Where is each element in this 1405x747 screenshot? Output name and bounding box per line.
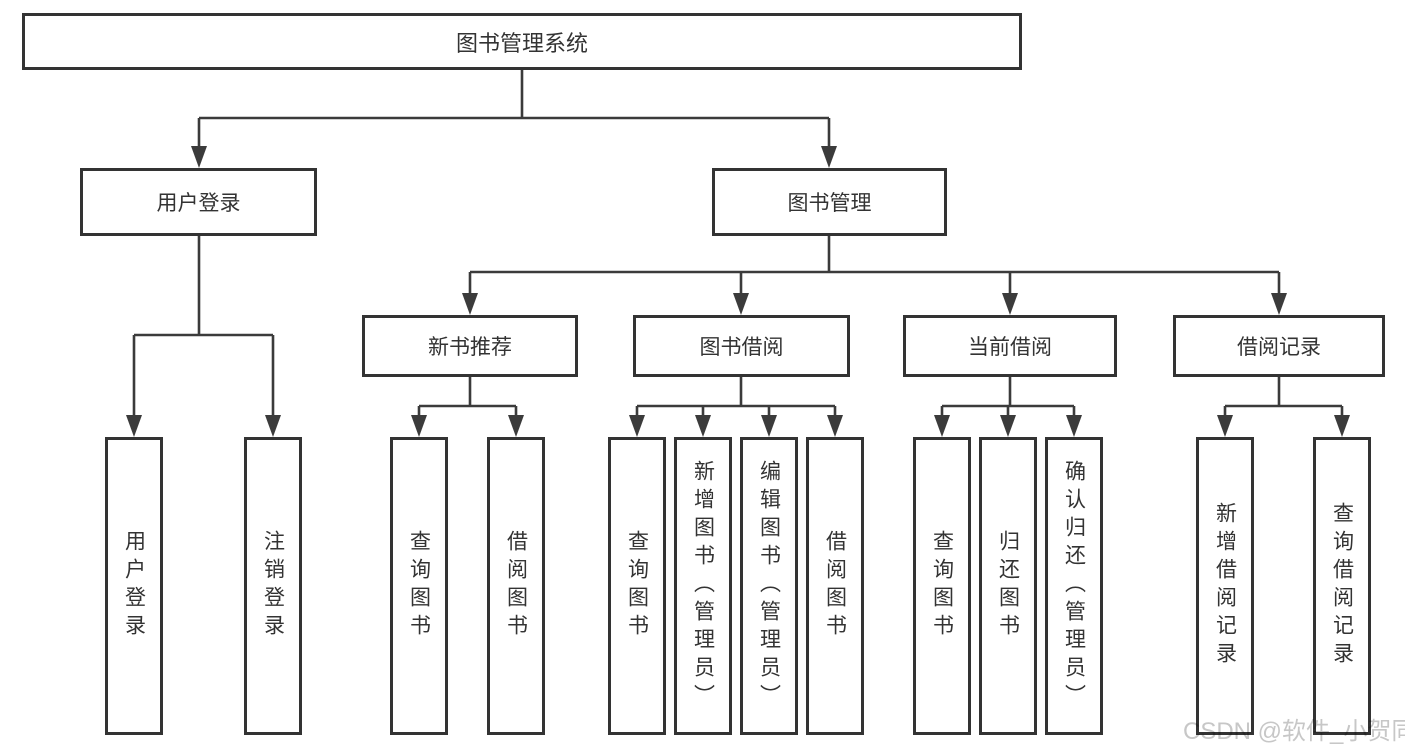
node-label: 用户登录 [122, 530, 146, 642]
node-label: 借阅图书 [823, 530, 847, 642]
node-label: 图书管理系统 [455, 30, 588, 56]
node-label: 图书借阅 [699, 336, 784, 359]
leaf-confirm-return-admin: 确认归还（管理员） [1045, 437, 1103, 735]
node-label: 查询图书 [407, 530, 431, 642]
leaf-borrow-book-newbooks: 借阅图书 [487, 437, 545, 735]
node-label: 借阅记录 [1237, 336, 1321, 359]
arrowhead-icons [126, 146, 1350, 437]
node-label: 当前借阅 [968, 336, 1052, 359]
leaf-query-borrow-record: 查询借阅记录 [1313, 437, 1371, 735]
node-label: 图书管理 [787, 192, 872, 215]
node-book-management: 图书管理 [712, 168, 947, 236]
node-root: 图书管理系统 [22, 13, 1022, 70]
node-label: 注销登录 [261, 530, 285, 642]
leaf-add-book-admin: 新增图书（管理员） [674, 437, 732, 735]
node-new-book-recommend: 新书推荐 [362, 315, 578, 377]
leaf-query-book-current: 查询图书 [913, 437, 971, 735]
leaf-add-borrow-record: 新增借阅记录 [1196, 437, 1254, 735]
leaf-query-book-newbooks: 查询图书 [390, 437, 448, 735]
leaf-logout: 注销登录 [244, 437, 302, 735]
node-label: 新书推荐 [428, 336, 512, 359]
node-label: 确认归还（管理员） [1062, 460, 1086, 712]
node-borrowing-records: 借阅记录 [1173, 315, 1385, 377]
node-book-borrowing: 图书借阅 [633, 315, 850, 377]
connector-paths [132, 69, 1344, 417]
leaf-query-book-borrowing: 查询图书 [608, 437, 666, 735]
node-label: 归还图书 [996, 530, 1020, 642]
node-label: 编辑图书（管理员） [757, 460, 781, 712]
node-current-borrowing: 当前借阅 [903, 315, 1117, 377]
node-user-login: 用户登录 [80, 168, 317, 236]
node-label: 新增图书（管理员） [691, 460, 715, 712]
leaf-return-book: 归还图书 [979, 437, 1037, 735]
node-label: 查询图书 [625, 530, 649, 642]
node-label: 用户登录 [156, 192, 241, 215]
leaf-borrow-book-borrowing: 借阅图书 [806, 437, 864, 735]
leaf-edit-book-admin: 编辑图书（管理员） [740, 437, 798, 735]
csdn-watermark: CSDN @软件_小贺同学 [1183, 718, 1405, 745]
node-label: 借阅图书 [504, 530, 528, 642]
node-label: 新增借阅记录 [1213, 502, 1237, 670]
leaf-user-login: 用户登录 [105, 437, 163, 735]
node-label: 查询图书 [930, 530, 954, 642]
node-label: 查询借阅记录 [1330, 502, 1354, 670]
